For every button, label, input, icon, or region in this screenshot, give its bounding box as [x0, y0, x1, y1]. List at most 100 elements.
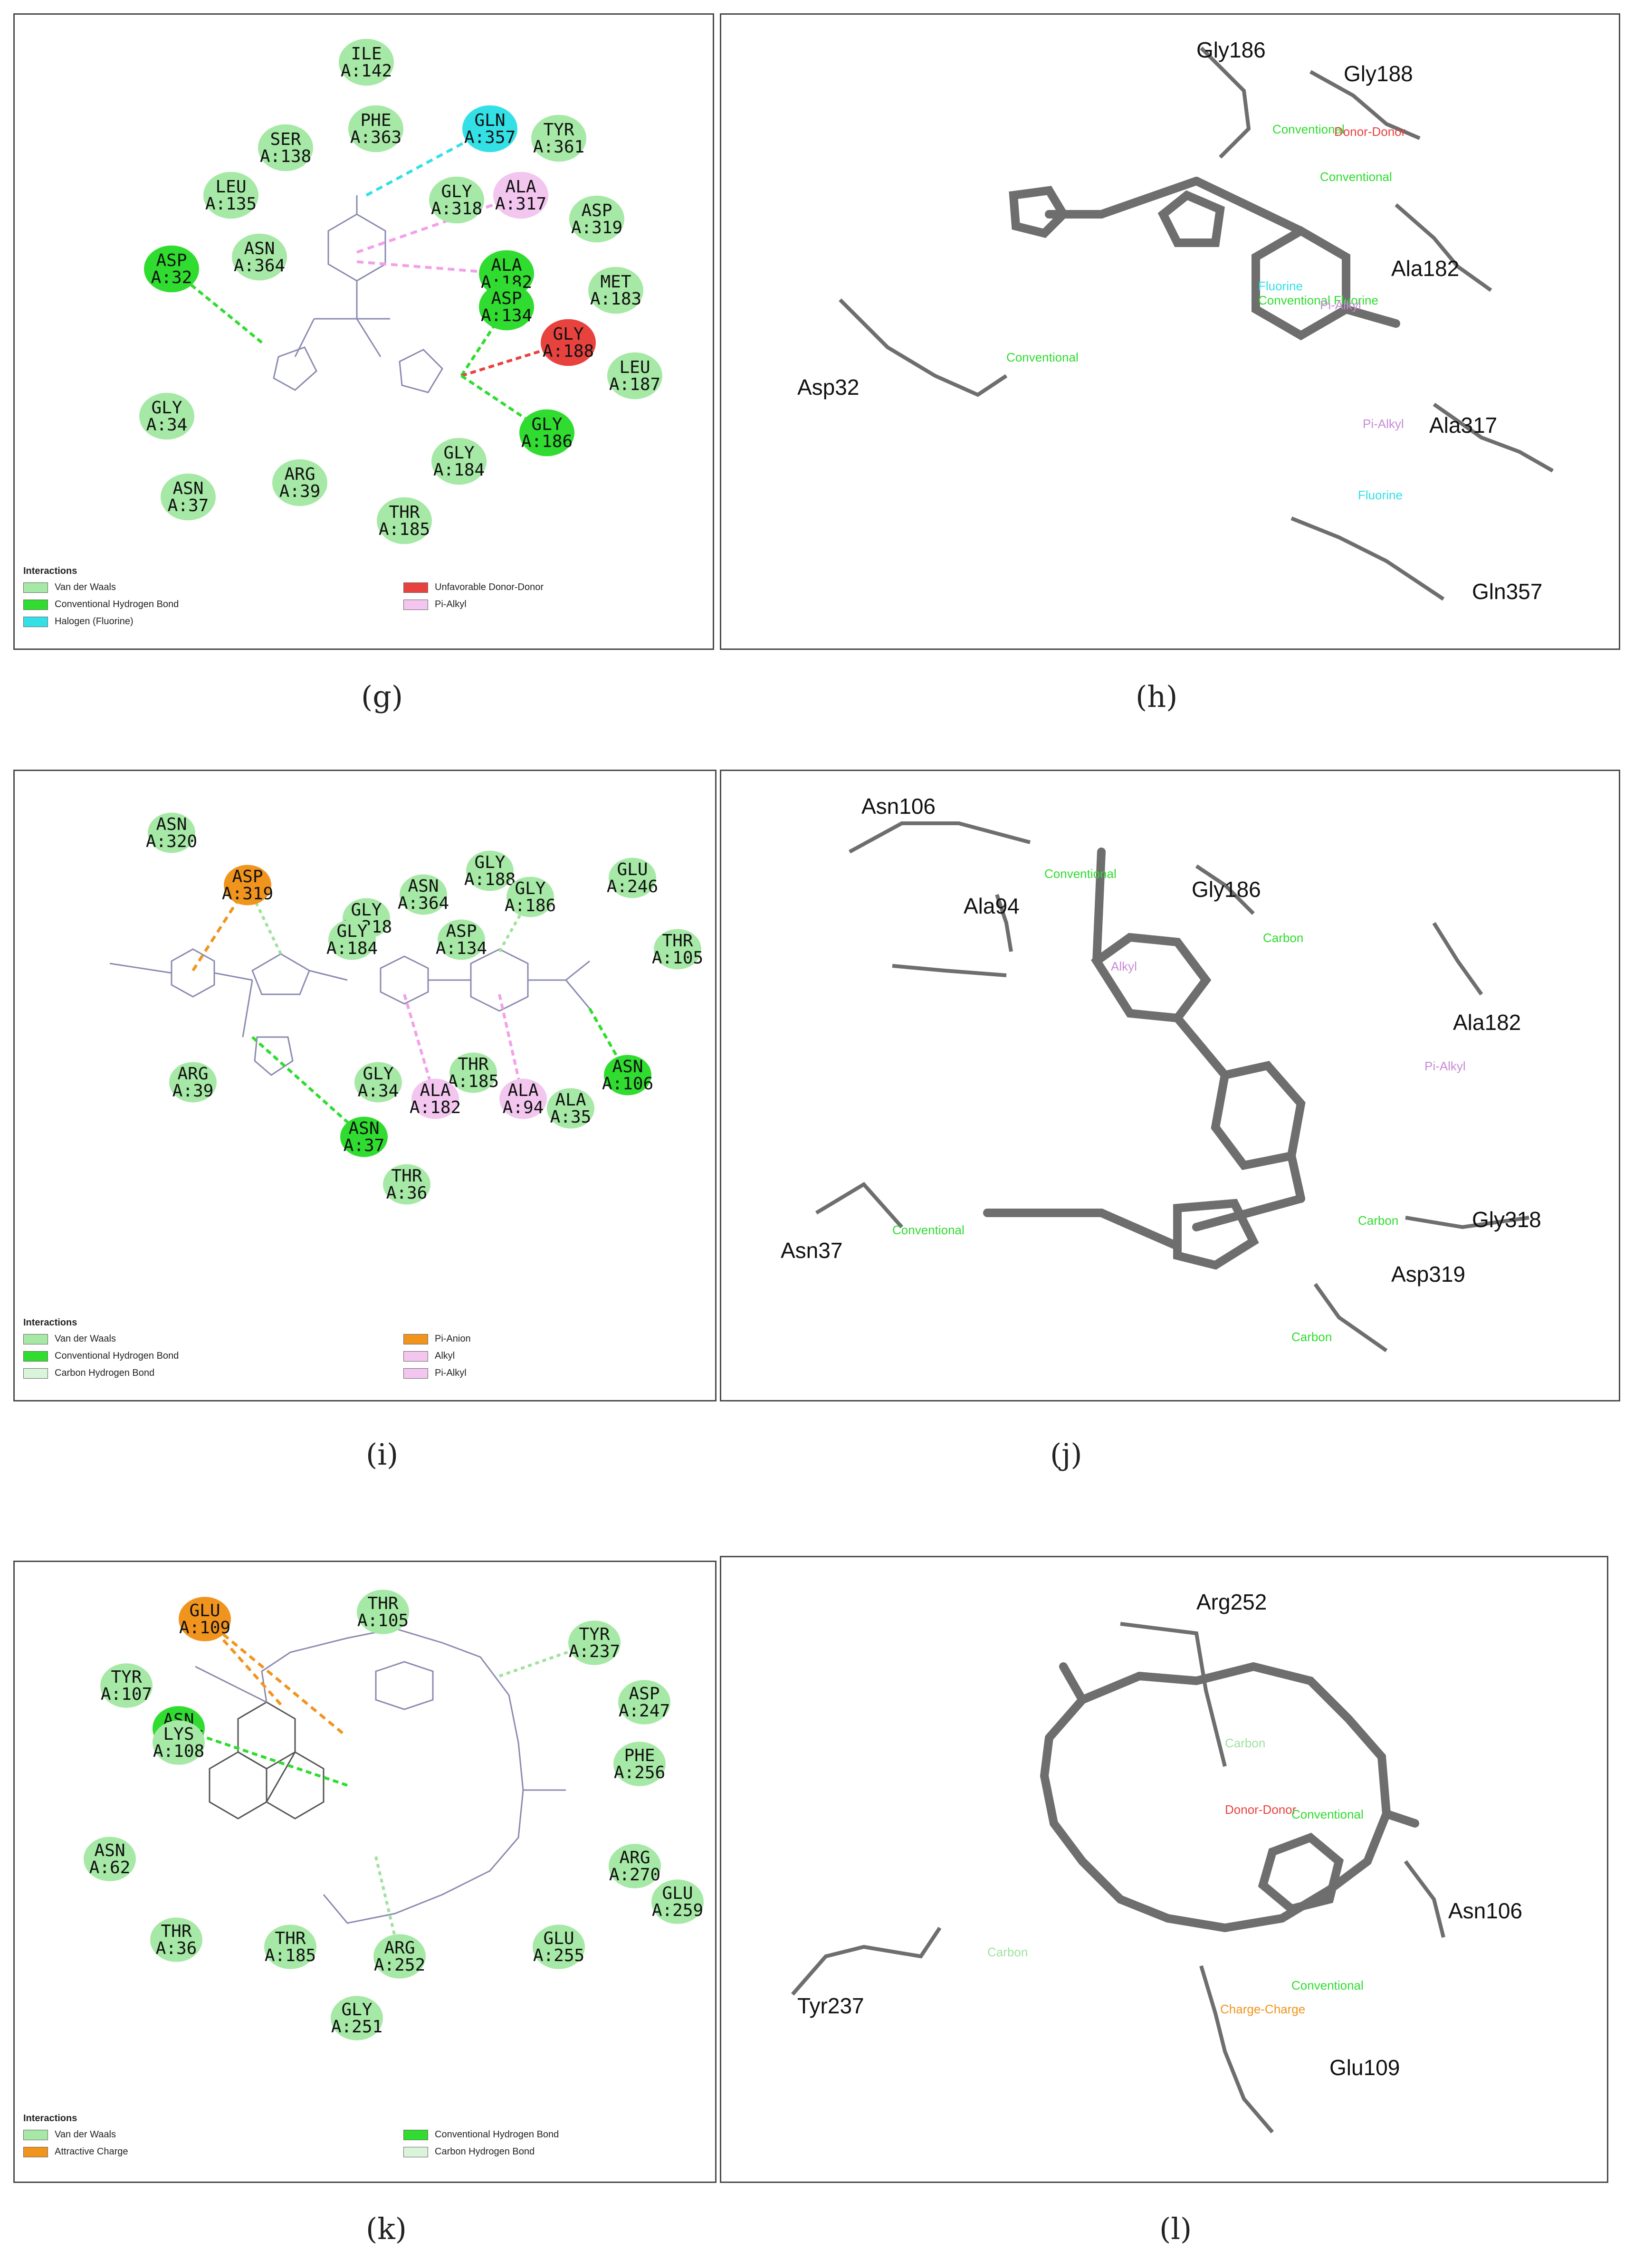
- ligand-3d-j: [983, 848, 1306, 1270]
- legend-label: Van der Waals: [55, 2129, 116, 2140]
- residue-disc: [411, 1078, 459, 1119]
- residue-disc: [604, 1055, 651, 1096]
- legend-label: Attractive Charge: [55, 2146, 128, 2157]
- residue-chain-id: A:317: [495, 194, 546, 214]
- legend-swatch: [403, 582, 428, 593]
- residue-name: ASP: [491, 289, 522, 308]
- interaction-label-3d: Carbon: [987, 1945, 1028, 1959]
- legend-label: Unfavorable Donor-Donor: [435, 582, 544, 592]
- residue-name: THR: [389, 503, 420, 522]
- panel-i-2d-diagram: ASNA:320ASPA:319GLYA:318ASNA:364GLYA:188…: [13, 770, 717, 1401]
- residue-chain-id: A:134: [436, 939, 487, 958]
- residue-disc: [438, 919, 485, 960]
- legend-label: Pi-Anion: [435, 1334, 471, 1344]
- legend-item: Pi-Anion: [403, 1334, 471, 1344]
- legend-item: Van der Waals: [23, 582, 116, 593]
- residue-disc: [153, 1720, 205, 1765]
- legend-swatch: [23, 599, 48, 610]
- residue-chain-id: A:237: [569, 1642, 620, 1661]
- residue-label-3d: Asp32: [797, 375, 859, 400]
- residue-label-3d: Arg252: [1196, 1590, 1267, 1614]
- interaction-label-3d: Donor-Donor: [1225, 1802, 1297, 1817]
- residue-chain-id: A:39: [172, 1081, 214, 1101]
- residue-label-3d: Gly318: [1472, 1207, 1541, 1232]
- residue-label-3d: Asn106: [861, 794, 936, 819]
- legend-swatch: [403, 1368, 428, 1379]
- residue-disc: [224, 865, 271, 905]
- residue-name: ASP: [446, 922, 477, 941]
- residue-disc: [531, 114, 586, 162]
- residue-disc: [179, 1597, 231, 1641]
- legend-label: Conventional Hydrogen Bond: [55, 599, 179, 610]
- residue-chain-id: A:105: [652, 948, 703, 968]
- residue-disc: [148, 812, 195, 853]
- legend-item: Unfavorable Donor-Donor: [403, 582, 544, 593]
- residue-name: ARG: [384, 1938, 415, 1958]
- caption-k: (k): [366, 2211, 407, 2246]
- residue-label-3d: Ala182: [1453, 1010, 1521, 1035]
- interaction-label-3d: Conventional: [1291, 1807, 1364, 1821]
- residue-disc: [533, 1925, 585, 1969]
- residue-name: ARG: [619, 1848, 650, 1868]
- residue-chain-id: A:36: [156, 1939, 197, 1958]
- ligand-3d-h: [1009, 177, 1400, 341]
- residue-label-3d: Asp319: [1391, 1262, 1465, 1286]
- interaction-label-3d: Fluorine: [1358, 488, 1403, 502]
- legend-label: Conventional Hydrogen Bond: [435, 2129, 559, 2140]
- interaction-label-3d: Pi-Alkyl: [1363, 417, 1404, 431]
- caption-h: (h): [1136, 679, 1178, 714]
- legend-swatch: [23, 1334, 48, 1344]
- residue-chain-id: A:108: [153, 1742, 204, 1761]
- caption-i: (i): [366, 1437, 399, 1472]
- residue-chain-id: A:364: [234, 256, 285, 276]
- residue-name: ASN: [244, 239, 275, 258]
- residue-chain-id: A:32: [151, 268, 192, 287]
- residue-disc: [568, 1620, 621, 1665]
- legend-swatch: [403, 2129, 428, 2140]
- residue-name: ASN: [612, 1057, 643, 1077]
- residue-name: GLY: [341, 2000, 372, 2020]
- residue-disc: [139, 392, 194, 440]
- residue-sticks-h: [839, 47, 1554, 601]
- residue-name: GLY: [553, 324, 583, 344]
- ligand-structure-i: [109, 948, 591, 1076]
- residue-name: ALA: [491, 256, 522, 275]
- residue-sticks-l: [791, 1622, 1445, 2134]
- residue-chain-id: A:37: [344, 1136, 385, 1155]
- residue-chain-id: A:34: [358, 1081, 399, 1101]
- residue-chain-id: A:252: [374, 1955, 425, 1975]
- residue-name: THR: [391, 1166, 422, 1186]
- residue-name: GLY: [441, 182, 472, 201]
- residue-name: LEU: [215, 177, 246, 197]
- residue-label-3d: Gly186: [1196, 38, 1266, 62]
- residue-disc: [328, 919, 376, 960]
- residue-name: ASP: [156, 251, 187, 270]
- residue-name: ASP: [581, 201, 612, 220]
- legend-title: Interactions: [23, 1317, 77, 1328]
